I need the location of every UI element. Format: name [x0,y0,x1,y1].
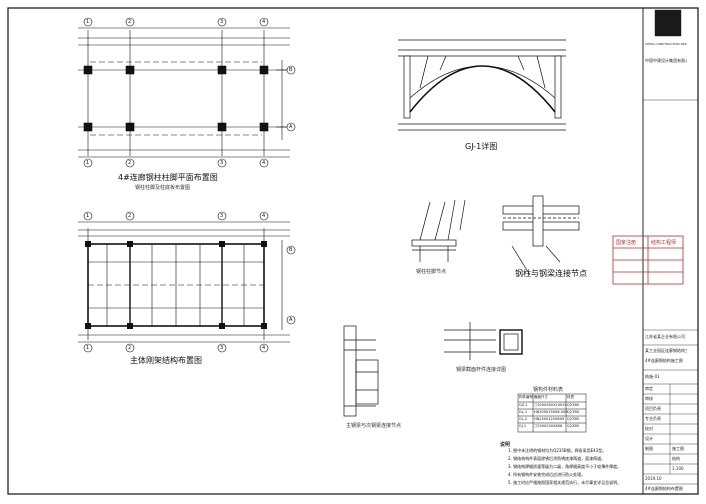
member-table-grid [517,393,587,433]
axis-label-row: A [289,317,293,323]
discipline: 结构 [672,456,680,461]
title-block-grid [643,9,698,485]
column-beam-joint [502,195,580,276]
axis-label-col: 4 [262,345,266,351]
axis-label-col: 2 [128,345,132,351]
axis-bubbles-plan2 [83,211,296,353]
table-cell: GJ-1 [519,424,527,428]
axis-bubbles-plan1 [83,17,296,168]
axis-label-col: 4 [262,213,266,219]
column-base-detail-title: 钢柱柱脚节点 [416,269,447,275]
axis-label-col: 4 [262,19,266,25]
main-secondary-joint-title: 主钢梁与次钢梁连接节点 [346,423,402,429]
subproject-name: 4#连廊钢结构施工图 [645,358,683,363]
axis-label-row: B [289,247,293,253]
axis-label-col: 1 [86,160,90,166]
axis-label-col: 2 [128,160,132,166]
table-cell: Q235B [567,424,579,428]
frame-plan-title: 主体刚架结构布置图 [130,356,202,365]
table-cell: GL-1 [519,410,528,414]
role-label: 审核 [645,396,653,401]
date: 2019.10 [645,476,662,481]
table-cell: □300X300X10X10 [534,403,567,407]
column-base-detail [411,199,466,262]
table-cell: HN250X125X6X9 [534,417,565,421]
table-header-cell: 构件编号 [519,395,533,399]
axis-label-col: 3 [220,345,224,351]
table-cell: Q235B [567,403,579,407]
table-cell: □200X200X8X8 [534,424,563,428]
role-label: 校对 [645,426,653,431]
member-table-title: 钢构件材料表 [533,387,564,393]
axis-label-row: B [289,67,293,73]
table-cell: Q235B [567,417,579,421]
note-line: 5. 施工时应严格按照国家相关规范执行，未尽事宜详见总说明。 [508,480,622,485]
truss-detail-title: GJ-1详图 [465,142,498,151]
sheet-border [7,7,699,495]
column-base-plan-note: 钢柱柱脚及柱底板布置图 [135,185,191,191]
notes-heading: 说明 [500,442,511,448]
axis-label-row: A [289,124,293,130]
beam-splice-detail [444,322,523,360]
truss-detail [398,39,566,131]
beam-splice-title: 钢梁截面杆件连接详图 [456,367,507,373]
main-secondary-joint [343,325,379,417]
axis-label-col: 2 [128,213,132,219]
company-name: 中国中建设计集团有限公司 [645,58,687,63]
note-line: 4. 所有钢构件安装完成后应进行防火处理。 [508,472,586,477]
drawing-name: 4#连廊钢结构布置图 [645,486,683,491]
table-header-cell: 截面尺寸 [534,395,548,399]
company-name-en: CHINA CONSTRUCTION DESIGN GROUP [645,42,687,46]
axis-label-col: 4 [262,160,266,166]
role-label: 设计 [645,436,653,441]
project-name: 某工业园区连廊钢结构工程 [645,348,687,353]
stamp-line-1: 国家注册 [616,240,637,246]
frame-plan [78,221,290,343]
note-line: 2. 钢结构构件表面除锈后涂防锈底漆两道，面漆两道。 [508,456,606,461]
axis-label-col: 3 [220,213,224,219]
column-beam-joint-title: 钢柱与钢梁连接节点 [515,269,587,278]
column-base-plan-title: 4#连廊钢柱柱脚平面布置图 [118,173,218,182]
table-header-cell: 材质 [567,395,574,399]
axis-label-col: 2 [128,19,132,25]
engineer-stamp [612,235,684,285]
column-base-plan [78,27,290,158]
table-cell: HN300X150X6.5X9 [534,410,568,414]
axis-label-col: 3 [220,160,224,166]
role-label: 制图 [645,446,653,451]
role-label: 专业负责 [645,416,661,421]
role-label: 项目负责 [645,406,661,411]
axis-label-col: 1 [86,345,90,351]
note-line: 1. 图中未注明的钢材均为Q235B钢，焊条采用E43型。 [508,448,607,453]
table-cell: GL-2 [519,417,528,421]
axis-label-col: 1 [86,19,90,25]
stage: 施工图 [672,446,684,451]
role-label: 审定 [645,386,653,391]
frame-columns [85,241,267,329]
axis-label-col: 3 [220,19,224,25]
client-name: 江苏省某企业有限公司 [645,334,685,339]
note-line: 3. 钢结构焊缝质量等级为二级，角焊缝高度不小于较薄件厚度。 [508,464,622,469]
table-cell: Q235B [567,410,579,414]
axis-label-col: 1 [86,213,90,219]
drawing-no: 结施-01 [645,374,660,379]
table-cell: GZ-1 [519,403,528,407]
scale: 1:100 [672,466,684,471]
stamp-line-2: 结构工程师 [651,240,677,246]
